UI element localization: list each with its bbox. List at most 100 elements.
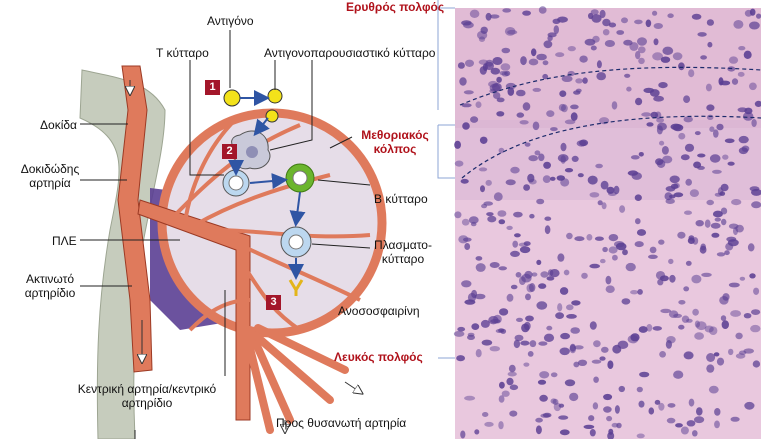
nucleus-dot [753,287,760,295]
nucleus-dot [756,13,761,19]
nucleus-dot [518,242,528,247]
nucleus-dot [499,381,505,389]
label-antibody: Ανοσοσφαιρίνη [338,304,420,318]
nucleus-dot [616,422,622,429]
nucleus-dot [673,370,684,379]
nucleus-dot [721,320,729,329]
nucleus-dot [688,398,695,407]
nucleus-dot [468,216,479,224]
nucleus-dot [569,344,577,354]
nucleus-dot [489,346,500,352]
nucleus-dot [542,60,549,66]
nucleus-dot [692,308,699,316]
nucleus-dot [657,279,664,286]
label-penicillar-line1: Ακτινωτό [25,272,75,286]
nucleus-dot [582,77,588,84]
nucleus-dot [574,236,585,242]
label-central-line2: αρτηρίδιο [121,396,173,410]
nucleus-dot [709,326,718,336]
nucleus-dot [694,320,701,328]
nucleus-dot [743,313,752,319]
nucleus-dot [543,40,553,49]
nucleus-dot [514,334,524,342]
nucleus-dot [524,270,533,279]
nucleus-dot [608,246,618,254]
nucleus-dot [542,175,551,184]
nucleus-dot [749,273,756,279]
nucleus-dot [675,423,683,428]
label-penicillar-arteriole: Ακτινωτό αρτηρίδιο [18,272,82,300]
nucleus-dot [467,292,477,302]
nucleus-dot [710,222,721,229]
nucleus-dot [480,185,485,193]
nucleus-dot [478,167,488,172]
nucleus-dot [735,353,746,359]
nucleus-dot [612,254,618,261]
nucleus-dot [573,345,584,350]
nucleus-dot [479,136,488,144]
nucleus-dot [564,379,576,387]
nucleus-dot [658,402,665,411]
b-cell-icon [285,163,315,193]
nucleus-dot [481,203,488,209]
nucleus-dot [630,155,640,160]
nucleus-dot [733,227,738,236]
nucleus-dot [477,30,488,40]
nucleus-dot [457,62,465,69]
nucleus-dot [593,376,599,383]
nucleus-dot [536,198,545,205]
nucleus-dot [516,317,523,322]
nucleus-dot [536,301,548,310]
nucleus-dot [577,359,588,366]
nucleus-dot [712,210,723,218]
nucleus-dot [527,351,534,357]
nucleus-dot [709,126,715,132]
nucleus-dot [739,276,746,281]
nucleus-dot [678,132,686,140]
nucleus-dot [546,276,555,281]
nucleus-dot [496,111,505,117]
nucleus-dot [456,355,465,362]
nucleus-dot [508,364,516,373]
nucleus-dot [716,123,724,131]
nucleus-dot [706,199,714,206]
histology-micrograph [453,6,761,439]
nucleus-dot [606,415,613,422]
nucleus-dot [743,348,754,354]
nucleus-dot [497,210,507,217]
nucleus-dot [714,192,723,197]
nucleus-dot [589,429,596,437]
nucleus-dot [501,390,510,397]
nucleus-dot [475,101,482,108]
nucleus-dot [689,189,700,198]
nucleus-dot [669,175,680,184]
nucleus-dot [557,154,569,163]
nucleus-dot [532,121,540,131]
nucleus-dot [575,88,582,93]
nucleus-dot [509,384,519,391]
nucleus-dot [697,32,707,37]
nucleus-dot [556,175,565,181]
process-arrows [228,90,306,280]
nucleus-dot [680,426,689,435]
nucleus-dot [668,310,679,319]
nucleus-dot [638,46,646,54]
nucleus-dot [694,416,705,424]
nucleus-dot [687,237,695,244]
nucleus-dot [507,29,518,35]
nucleus-dot [485,12,492,21]
nucleus-dot [529,340,537,348]
nucleus-dot [538,6,547,14]
trabecular-artery [117,65,153,373]
nucleus-dot [700,243,706,251]
nucleus-dot [641,112,652,117]
nucleus-dot [484,421,494,427]
nucleus-dot [705,83,712,92]
nucleus-dot [523,241,531,247]
nucleus-dot [489,14,500,19]
nucleus-dot [570,104,579,110]
apc-cell-icon [231,130,271,170]
nucleus-dot [683,95,691,103]
nucleus-dot [607,432,615,439]
